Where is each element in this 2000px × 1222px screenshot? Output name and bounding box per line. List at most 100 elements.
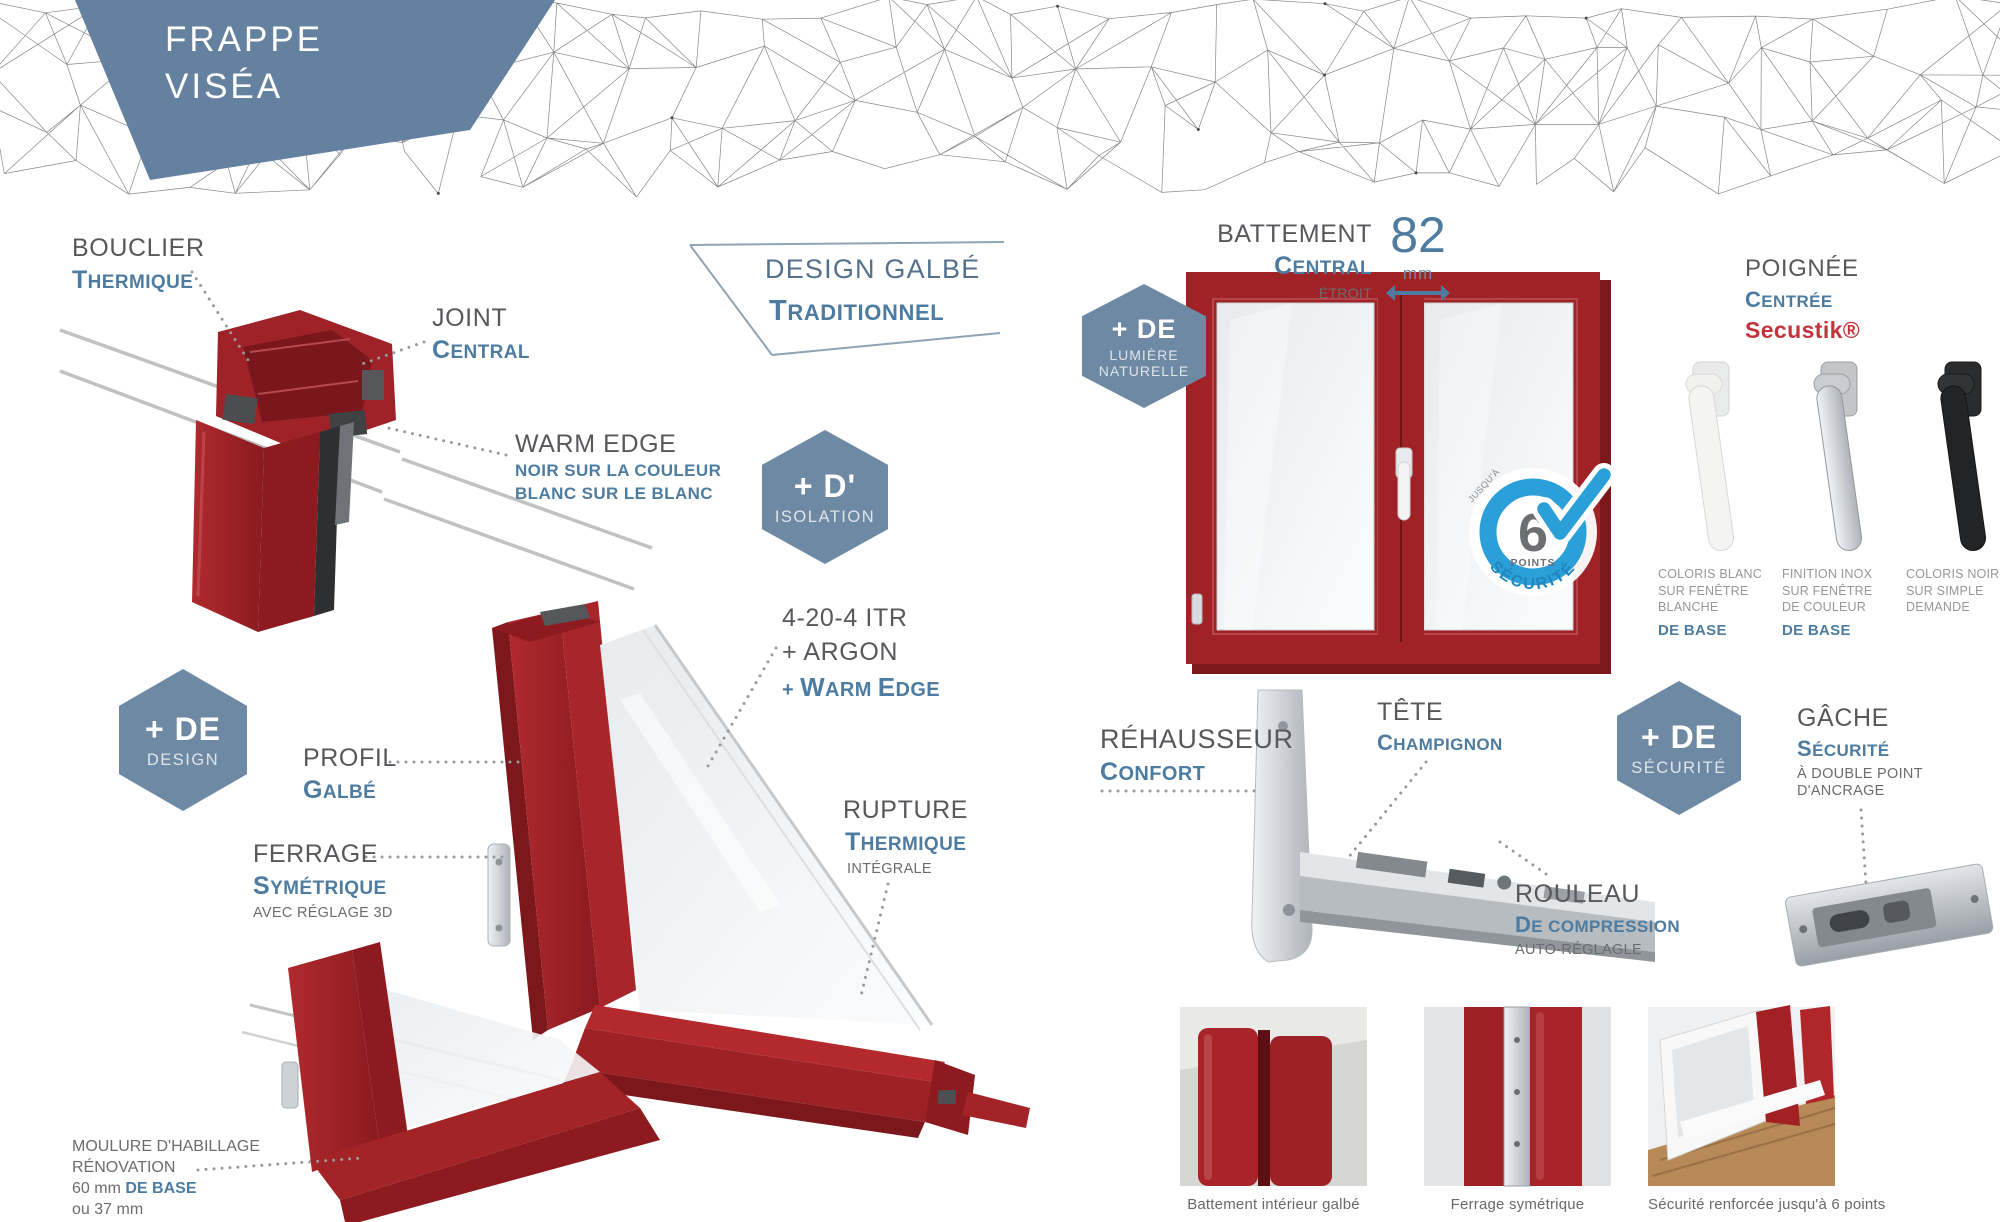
handle-caption-inox-base: DE BASE [1782,621,1851,639]
label-vitrage-word2: EDGE [877,672,941,702]
handle-black [1937,361,1987,551]
label-ferrage-note: AVEC RÉGLAGE 3D [253,905,393,921]
security-badge: 6 POINTS SÉCURITÉ JUSQU'À [1466,463,1616,596]
handle-caption-white-base: DE BASE [1658,621,1727,639]
label-tete: TÊTE CHAMPIGNON [1377,698,1503,756]
photo-caption-battement: Battement intérieur galbé [1187,1196,1360,1213]
page-title: FRAPPE VISÉA [165,16,323,110]
hexagon-isolation-big: + D' [793,467,857,504]
label-rouleau-sub: DE COMPRESSION [1515,912,1681,937]
strike-plate-illustration [1785,863,1994,967]
label-gache-sub: SÉCURITÉ [1797,736,1890,761]
label-battement-sub: CENTRAL [1274,252,1372,280]
label-moulure-line2: RÉNOVATION [72,1159,176,1176]
handle-caption-black-line1: COLORIS NOIR [1906,567,2000,581]
label-vitrage-line1: 4-20-4 ITR [782,604,908,632]
label-battement: BATTEMENT CENTRAL ÉTROIT [1210,220,1372,301]
hexagon-isolation-small: ISOLATION [774,507,876,526]
corner-profile-illustration [487,601,1030,1138]
handle-caption-black: COLORIS NOIR SUR SIMPLE DEMANDE [1906,566,1999,622]
label-rehausseur-main: RÉHAUSSEUR [1100,724,1294,754]
label-rupture-note: INTÉGRALE [847,861,932,877]
handle-caption-white-line2: SUR FENÊTRE [1658,583,1749,598]
label-moulure-value1: 60 mm [72,1180,121,1197]
label-poignee: POIGNÉE CENTRÉE Secustik® [1745,255,1860,344]
label-warm-edge-sub1: NOIR SUR LA COULEUR [515,461,722,480]
label-rupture-main: RUPTURE [843,796,969,824]
label-profil-main: PROFIL [303,744,397,772]
measure-unit: mm [1402,264,1434,283]
label-rouleau-note: AUTO-RÉGLAGLE [1515,942,1642,958]
label-gache-main: GÂCHE [1797,704,1889,732]
photo-securite [1648,1005,1836,1186]
handle-inox [1813,361,1863,551]
photo-ferrage [1424,1006,1611,1187]
profile-cross-section-illustration [59,310,653,632]
label-warm-edge: WARM EDGE NOIR SUR LA COULEUR BLANC SUR … [515,430,721,504]
label-moulure-line1: MOULURE D'HABILLAGE [72,1138,260,1155]
handle-caption-black-line2: SUR SIMPLE [1906,583,1984,598]
label-moulure: MOULURE D'HABILLAGE RÉNOVATION 60 mm DE … [72,1136,260,1220]
label-moulure-value2: ou 37 mm [72,1201,144,1218]
page-title-line2: VISÉA [165,67,284,106]
label-tete-sub: CHAMPIGNON [1377,730,1503,755]
label-rehausseur-sub: CONFORT [1100,758,1206,787]
label-rouleau-main: ROULEAU [1515,880,1641,908]
handle-white [1685,361,1735,551]
label-tete-main: TÊTE [1377,698,1444,726]
measure-value: 82 [1390,207,1446,263]
label-poignee-sub: CENTRÉE [1745,286,1833,312]
renovation-profile-illustration [241,942,660,1222]
label-rupture-sub: THERMIQUE [845,828,967,856]
label-battement-main: BATTEMENT [1217,220,1372,248]
label-joint: JOINT CENTRAL [432,304,530,365]
hexagon-lumiere-small2: NATURELLE [1098,362,1190,379]
label-rupture: RUPTURE THERMIQUE INTÉGRALE [843,796,968,877]
handle-caption-white-line1: COLORIS BLANC [1658,567,1763,581]
label-bouclier: BOUCLIER THERMIQUE [72,234,205,295]
label-ferrage: FERRAGE SYMÉTRIQUE AVEC RÉGLAGE 3D [253,840,393,921]
label-moulure-line3: 60 mm DE BASE [72,1178,260,1199]
hexagon-lumiere-small1: LUMIÈRE [1109,346,1179,363]
hexagon-securite-big: + DE [1640,718,1718,755]
label-profil-sub: GALBÉ [303,776,377,804]
label-vitrage-line2: + ARGON [782,638,899,666]
photo-battement [1180,1007,1367,1186]
label-poignee-main: POIGNÉE [1745,255,1859,282]
label-joint-main: JOINT [432,304,508,332]
label-rouleau: ROULEAU DE COMPRESSION AUTO-RÉGLAGLE [1515,880,1680,958]
hexagon-design-big: + DE [144,710,222,747]
label-joint-sub: CENTRAL [432,336,530,364]
handle-caption-white-line3: BLANCHE [1658,600,1719,614]
label-bouclier-main: BOUCLIER [72,234,205,262]
handle-caption-inox-line2: SUR FENÊTRE [1782,583,1873,598]
photo-caption-ferrage: Ferrage symétrique [1450,1196,1585,1213]
handle-caption-inox: FINITION INOX SUR FENÊTRE DE COULEUR DE … [1782,566,1872,639]
label-moulure-base: DE BASE [125,1180,197,1197]
label-warm-edge-sub2: BLANC SUR LE BLANC [515,484,713,503]
label-ferrage-main: FERRAGE [253,840,379,868]
label-vitrage-word1: WARM [800,672,872,702]
photo-caption-securite: Sécurité renforcée jusqu'à 6 points [1648,1196,1886,1213]
handle-caption-inox-line1: FINITION INOX [1782,567,1873,581]
design-badge-line1: DESIGN GALBÉ [765,254,981,284]
label-vitrage-line3: + WARM EDGE [782,672,940,703]
label-rehausseur: RÉHAUSSEUR CONFORT [1100,724,1294,787]
hexagon-lumiere-big: + DE [1111,313,1177,344]
hexagon-design-small: DESIGN [146,750,220,769]
handle-caption-inox-line3: DE COULEUR [1782,600,1866,614]
check-icon [1532,463,1616,545]
label-profil: PROFIL GALBÉ [303,744,397,805]
badge-points: POINTS [1510,557,1555,569]
label-ferrage-sub: SYMÉTRIQUE [253,872,387,900]
label-warm-edge-main: WARM EDGE [515,430,677,458]
label-vitrage: 4-20-4 ITR + ARGON + WARM EDGE [782,604,940,703]
label-bouclier-sub: THERMIQUE [72,266,194,294]
label-battement-note: ÉTROIT [1318,285,1372,301]
page-title-line1: FRAPPE [165,20,324,59]
label-gache-note1: À DOUBLE POINT [1797,766,1923,782]
design-badge: DESIGN GALBÉ TRADITIONNEL [765,254,980,328]
